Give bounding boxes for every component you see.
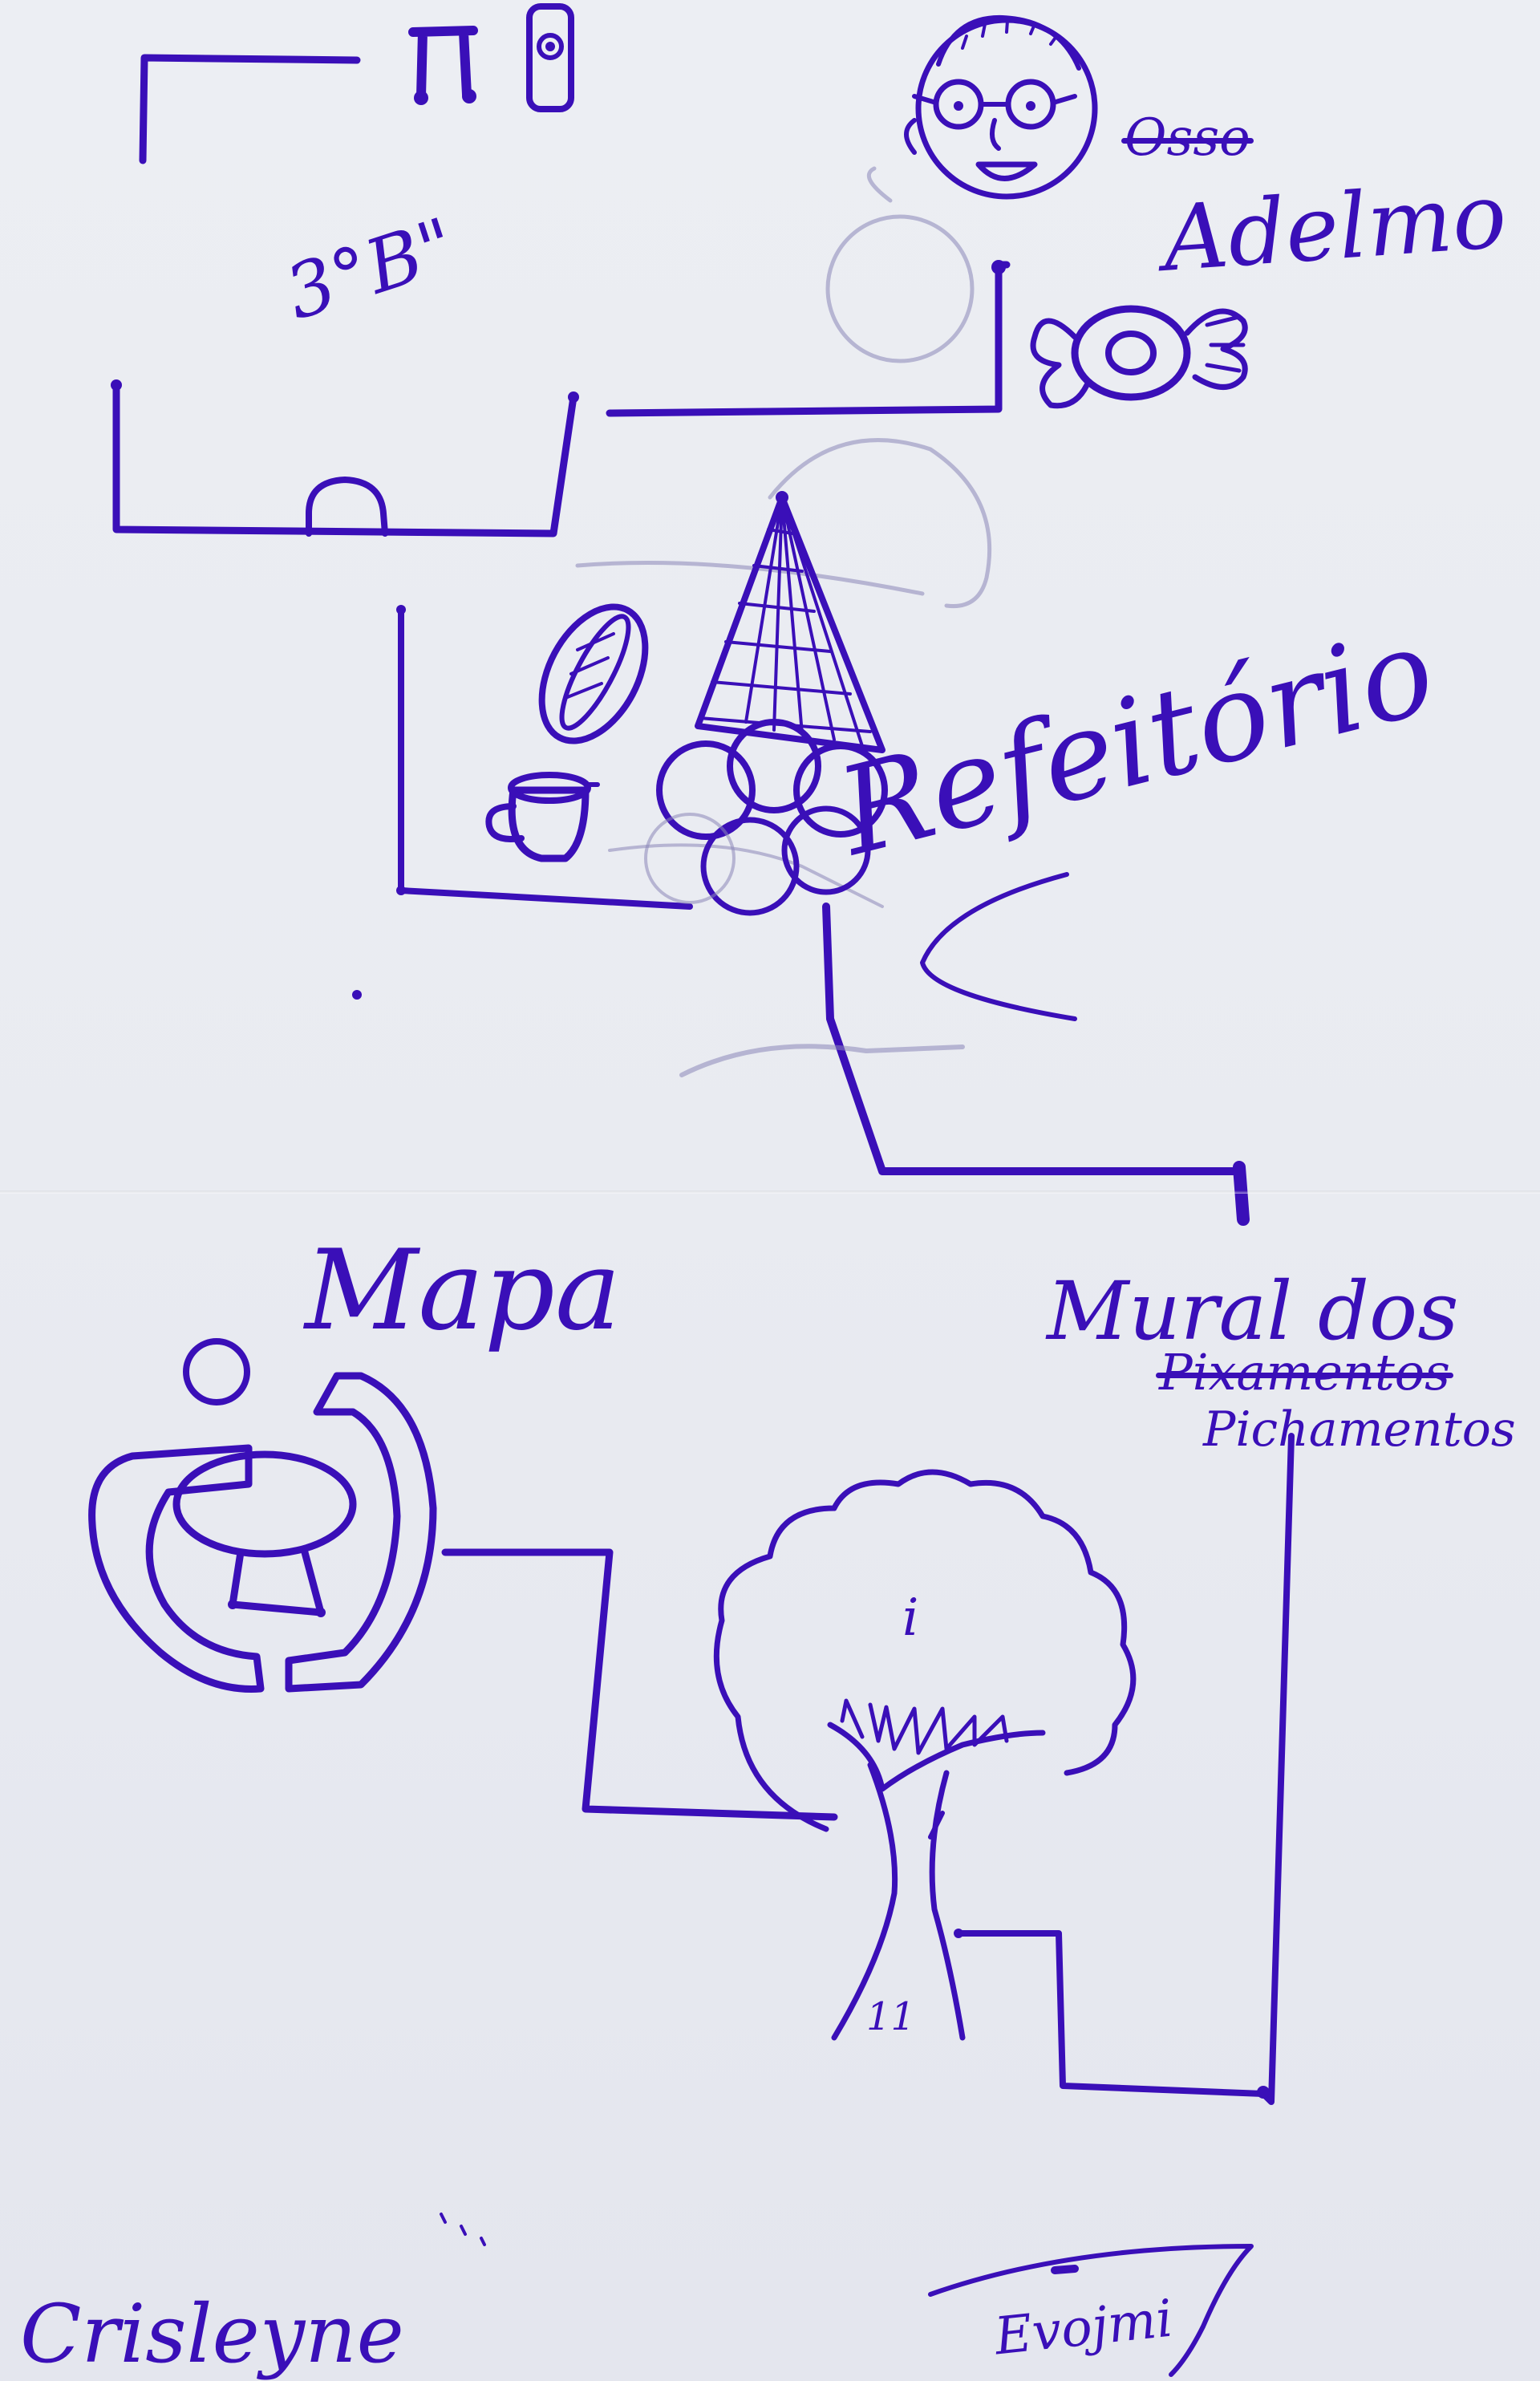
ice-cream-cone-icon <box>644 491 888 916</box>
trunk-mark: 11 <box>866 1994 916 2039</box>
person-name-label: Adelmo <box>1159 164 1510 292</box>
classroom-icon <box>111 3 579 537</box>
mural-label-line2: Pichamentos <box>1203 1401 1516 1458</box>
signature-mark <box>928 2244 1254 2377</box>
author-name: Crisleyne <box>20 2287 404 2381</box>
mapa-label: Mapa <box>305 1226 622 1355</box>
cylinder-icon <box>526 3 574 112</box>
hot-dog-icon <box>538 603 649 744</box>
mural-label-line1: Mural dos <box>1047 1264 1459 1358</box>
candy-icon <box>1030 305 1248 409</box>
refeitorio-area <box>396 438 992 910</box>
pi-door-icon <box>408 26 478 101</box>
person-crossed-label: Osso <box>1121 108 1254 168</box>
tree-mark: i <box>902 1588 919 1648</box>
tree-icon <box>713 1469 1137 2041</box>
face-with-glasses-icon <box>904 14 1098 200</box>
chalkboard-stand-icon <box>88 1338 437 1693</box>
mural-crossed-label: Pixamentos <box>1156 1343 1453 1401</box>
cup-icon <box>485 772 600 862</box>
